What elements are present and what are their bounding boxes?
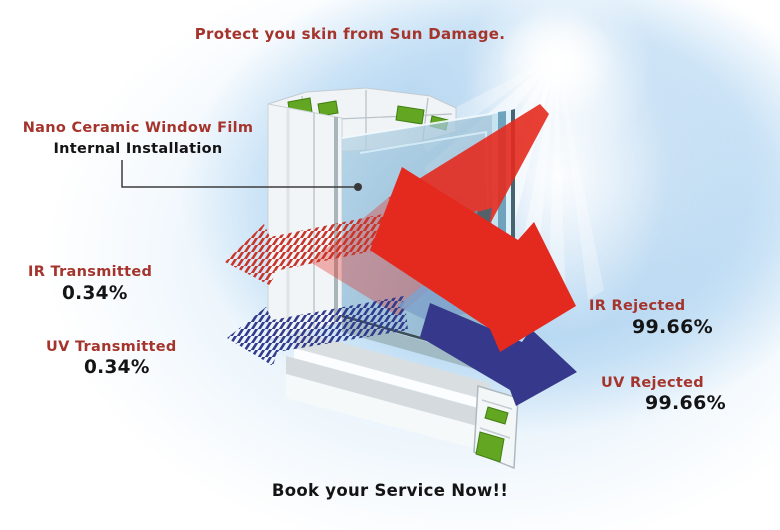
uv-transmitted-label: UV Transmitted (46, 339, 177, 355)
film-label-line1: Nano Ceramic Window Film (22, 120, 254, 136)
uv-rejected-label: UV Rejected (601, 375, 704, 391)
ir-rejected-arrow (370, 167, 576, 352)
window-bottom-rail (286, 314, 519, 470)
page-title: Protect you skin from Sun Damage. (194, 25, 506, 43)
ir-transmitted-arrow (225, 210, 407, 286)
uv-rejected-arrow (420, 303, 577, 406)
uv-transmitted-arrow (227, 296, 408, 366)
ir-transmitted-label: IR Transmitted (28, 264, 153, 280)
footer-call-to-action: Book your Service Now!! (271, 481, 509, 500)
leader-line (121, 160, 362, 191)
uv-transmitted-value: 0.34% (84, 357, 150, 378)
uv-rejected-value: 99.66% (645, 392, 726, 414)
ir-rejected-label: IR Rejected (589, 298, 686, 314)
film-label-line2: Internal Installation (53, 141, 223, 157)
ir-rejected-value: 99.66% (632, 316, 713, 338)
window-left-frame (267, 103, 343, 341)
ir-transmitted-value: 0.34% (62, 283, 128, 304)
